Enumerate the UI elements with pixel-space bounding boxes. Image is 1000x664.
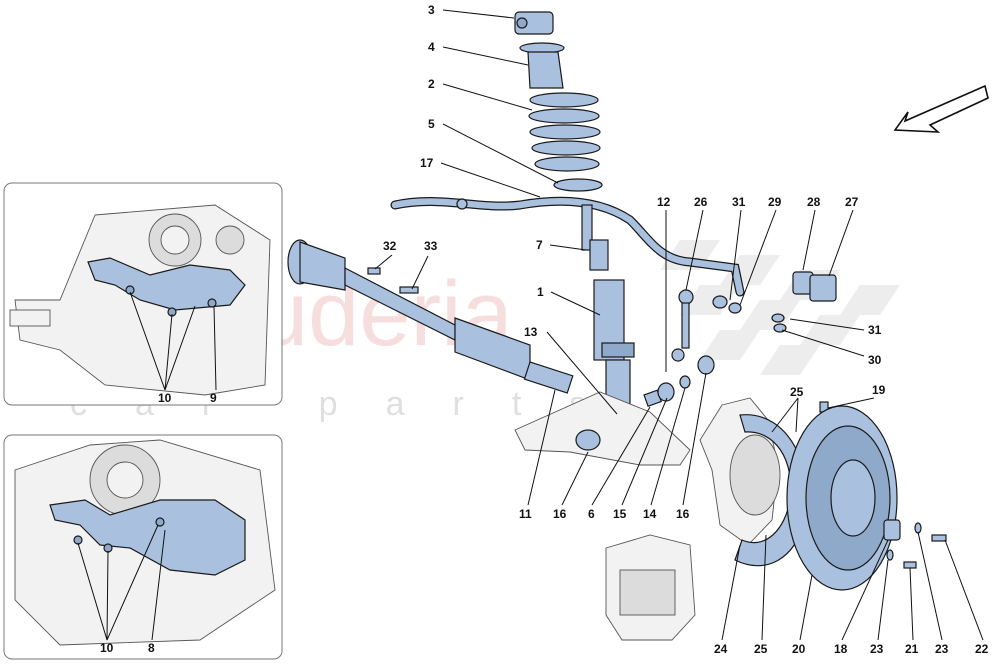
- part-drive-shaft: [287, 239, 574, 394]
- part-stabilizer-bar: [390, 196, 745, 297]
- part-small-bushings: [367, 267, 837, 451]
- callout-32: 32: [383, 239, 397, 253]
- leader-lines: [374, 9, 984, 641]
- callout-15: 15: [613, 507, 627, 521]
- callout-8: 8: [148, 641, 155, 655]
- callout-30: 30: [868, 353, 882, 367]
- callout-16-right: 16: [676, 507, 690, 521]
- callout-33: 33: [424, 239, 438, 253]
- callout-2: 2: [428, 77, 435, 91]
- callout-19: 19: [872, 383, 886, 397]
- callout-26: 26: [694, 195, 708, 209]
- callout-7: 7: [536, 238, 543, 252]
- callout-23-right: 23: [935, 642, 949, 656]
- callout-16-left: 16: [553, 507, 567, 521]
- callout-23-left: 23: [870, 642, 884, 656]
- callout-11: 11: [519, 507, 532, 521]
- callout-14: 14: [643, 507, 657, 521]
- callout-10-inset1: 10: [158, 391, 172, 405]
- callout-5: 5: [428, 117, 435, 131]
- part-spring-seat: [553, 178, 603, 192]
- part-bump-stop: [519, 42, 565, 89]
- inset-gearbox-top: 10 9: [3, 182, 283, 406]
- part-brake-caliper: [605, 534, 696, 641]
- callout-25-bottom: 25: [754, 642, 768, 656]
- part-link-rod: [671, 289, 694, 362]
- callout-4: 4: [428, 40, 435, 54]
- callout-17: 17: [420, 156, 434, 170]
- callout-31-right: 31: [868, 323, 882, 337]
- inset-gearbox-bottom: 10 8: [3, 434, 283, 660]
- callout-1: 1: [537, 285, 544, 299]
- callout-12: 12: [657, 195, 671, 209]
- part-hub-carrier: [699, 397, 781, 546]
- callout-3: 3: [428, 3, 435, 17]
- callout-29: 29: [768, 195, 782, 209]
- part-hub-nut-and-bolts: [883, 519, 947, 569]
- part-top-mount: [514, 11, 554, 35]
- callout-25-top: 25: [790, 385, 804, 399]
- callout-24: 24: [714, 642, 728, 656]
- callout-13: 13: [524, 325, 538, 339]
- callout-31-top: 31: [732, 195, 746, 209]
- callout-21: 21: [905, 642, 919, 656]
- callout-10-inset2: 10: [100, 641, 114, 655]
- part-coil-spring: [528, 92, 601, 172]
- callout-18: 18: [834, 642, 848, 656]
- callout-20: 20: [792, 642, 806, 656]
- callout-9: 9: [210, 391, 217, 405]
- callout-28: 28: [807, 195, 821, 209]
- direction-arrow: [893, 84, 989, 133]
- callout-27: 27: [845, 195, 859, 209]
- callout-6: 6: [588, 507, 595, 521]
- part-brake-disc: [786, 405, 898, 591]
- callout-22: 22: [975, 642, 989, 656]
- callout-labels: 3 4 2 5 17 7 1 13 12 26 31 29 28 27 31 3…: [383, 3, 989, 656]
